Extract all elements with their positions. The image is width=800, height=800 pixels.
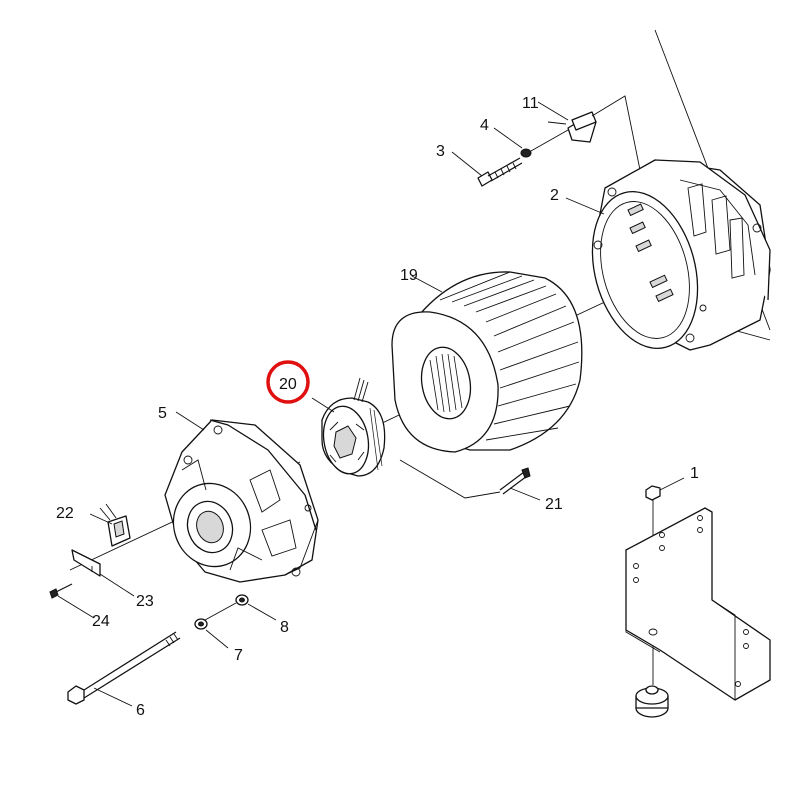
washer-part-8: [204, 594, 249, 621]
label-part-19: 19: [400, 267, 418, 284]
highlight-circle: [266, 360, 310, 404]
label-part-1: 1: [690, 465, 699, 482]
label-part-11: 11: [522, 95, 539, 112]
label-part-7: 7: [234, 647, 243, 664]
label-part-4: 4: [480, 117, 489, 134]
label-part-3: 3: [436, 143, 445, 160]
label-part-21: 21: [545, 496, 563, 513]
exciter-part-20: [321, 377, 386, 477]
screw-part-24: [49, 583, 73, 599]
label-part-6: 6: [136, 702, 145, 719]
label-part-8: 8: [280, 619, 289, 636]
bolt-part-3: [477, 157, 523, 187]
label-part-22: 22: [56, 505, 74, 522]
bracket-part-11: [547, 95, 641, 171]
through-bolt-part-6: [67, 631, 181, 705]
mount-bracket: [625, 507, 771, 701]
stator-part-19: [391, 271, 583, 453]
label-part-5: 5: [158, 405, 167, 422]
frame-part-2: [591, 159, 771, 351]
label-part-23: 23: [136, 593, 154, 610]
rubber-mount: [635, 685, 669, 718]
screw-part-21: [399, 459, 531, 499]
washer-part-7: [194, 618, 208, 630]
endbell-part-5: [164, 419, 319, 583]
part-labels: 11 4 3 2 19 20 5 1 21 22 23 24 8 7 6: [56, 95, 699, 719]
label-part-20: 20: [279, 376, 297, 393]
clip-part-23: [71, 549, 101, 577]
leader-lines: [57, 101, 685, 707]
washer-part-4: [520, 129, 569, 158]
label-part-24: 24: [92, 613, 110, 630]
brush-holder-part-22: [99, 503, 131, 547]
label-part-2: 2: [550, 187, 559, 204]
